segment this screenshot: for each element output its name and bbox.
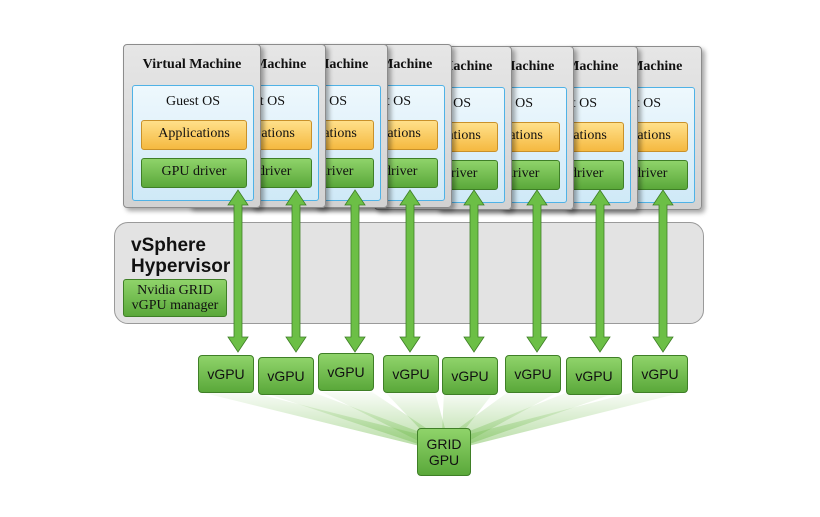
vgpu-manager-line1: Nvidia GRID: [137, 283, 213, 298]
double-arrow: [285, 189, 307, 353]
double-arrow: [652, 189, 674, 353]
gpu-beam: [262, 392, 436, 448]
vm-title: Virtual Machine: [142, 57, 242, 72]
applications-label: Applications: [158, 126, 230, 141]
gpu-beam: [454, 392, 684, 448]
hypervisor-title: vSphere Hypervisor: [131, 235, 230, 277]
vgpu-box: vGPU: [258, 357, 314, 395]
vgpu-box: vGPU: [566, 357, 622, 395]
hypervisor-title-line1: vSphere: [131, 235, 206, 256]
double-arrow: [589, 189, 611, 353]
vgpu-box: vGPU: [505, 355, 561, 393]
vgpu-box: vGPU: [632, 355, 688, 393]
grid-gpu-line2: GPU: [428, 452, 460, 468]
double-arrow: [227, 189, 249, 353]
vgpu-manager-box: Nvidia GRID vGPU manager: [123, 279, 227, 317]
hypervisor-title-line2: Hypervisor: [131, 256, 231, 277]
vgpu-box: vGPU: [318, 353, 374, 391]
double-arrow: [399, 189, 421, 353]
vgpu-box: vGPU: [383, 355, 439, 393]
virtual-machine-card: Virtual Machine Guest OS Applications GP…: [123, 44, 261, 208]
guest-os-box: Guest OS Applications GPU driver: [132, 85, 254, 201]
vgpu-box: vGPU: [198, 355, 254, 393]
double-arrow: [344, 189, 366, 353]
vgpu-box: vGPU: [442, 357, 498, 395]
grid-gpu-box: GRID GPU: [417, 428, 471, 476]
vgpu-manager-line2: vGPU manager: [131, 298, 219, 313]
gpu-beam: [322, 392, 438, 448]
grid-gpu-line1: GRID: [426, 436, 462, 452]
gpu-driver-label: GPU driver: [161, 164, 227, 179]
gpu-beam: [200, 392, 434, 448]
double-arrow: [526, 189, 548, 353]
applications-box: Applications: [141, 120, 247, 150]
gpu-driver-box: GPU driver: [141, 158, 247, 188]
guest-os-label: Guest OS: [165, 94, 221, 109]
double-arrow: [463, 189, 485, 353]
